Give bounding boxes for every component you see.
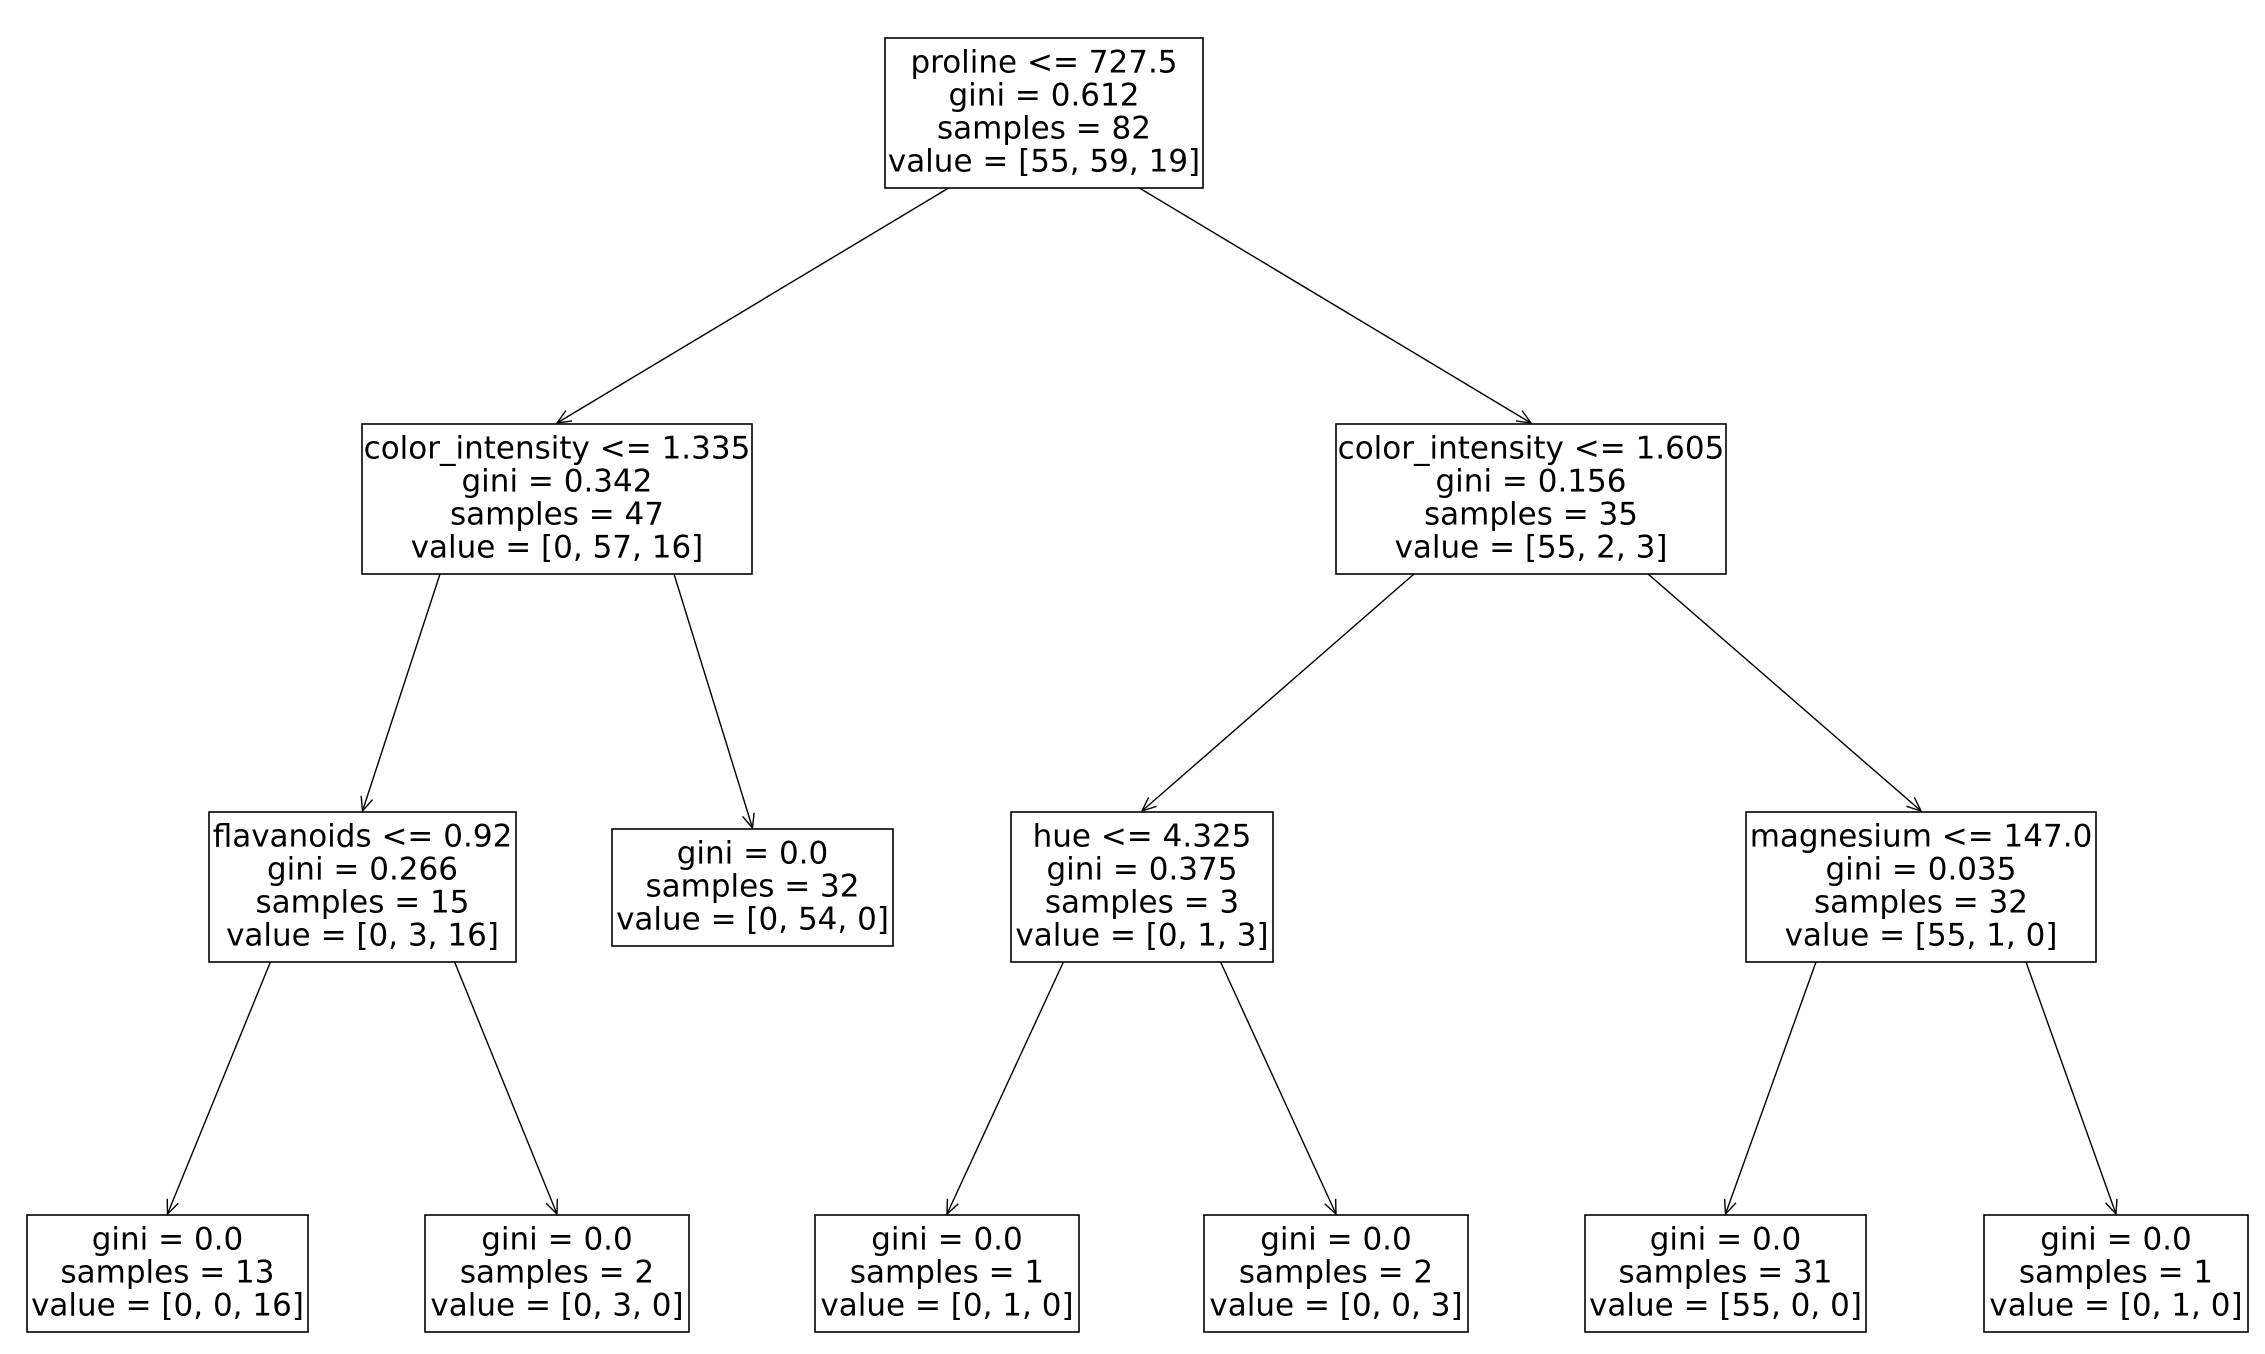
node-text-line: samples = 31 [1619, 1255, 1833, 1291]
node-text-line: gini = 0.0 [1650, 1222, 1802, 1258]
edge-n0-n2 [1139, 187, 1531, 423]
node-text-line: color_intensity <= 1.605 [1338, 431, 1725, 467]
node-text-line: gini = 0.266 [267, 852, 458, 888]
node-box [1584, 1214, 1867, 1333]
node-box [1983, 1214, 2249, 1333]
node-text-line: samples = 1 [850, 1255, 1044, 1291]
node-text-line: value = [0, 57, 16] [411, 530, 704, 566]
node-text-line: samples = 2 [460, 1255, 654, 1291]
node-text-line: gini = 0.0 [677, 836, 829, 872]
node-text-line: samples = 13 [61, 1255, 275, 1291]
edge-n5-n9 [947, 961, 1065, 1214]
node-text-line: value = [55, 2, 3] [1395, 530, 1668, 566]
node-text-line: samples = 2 [1239, 1255, 1433, 1291]
node-text-line: gini = 0.035 [1826, 852, 2017, 888]
node-box [361, 423, 753, 575]
node-box [208, 811, 517, 963]
node-text-line: value = [0, 54, 0] [616, 902, 889, 938]
node-box [884, 37, 1204, 189]
node-text-line: gini = 0.0 [1260, 1222, 1412, 1258]
node-text-line: value = [55, 59, 19] [888, 144, 1200, 180]
node-box [26, 1214, 309, 1333]
edge-n3-n8 [453, 961, 557, 1214]
node-text-line: samples = 3 [1045, 885, 1239, 921]
edge-n3-n7 [168, 961, 272, 1214]
node-box [424, 1214, 690, 1333]
node-box [1010, 811, 1274, 963]
node-box [1203, 1214, 1469, 1333]
node-text-line: samples = 82 [937, 111, 1151, 147]
node-box [611, 828, 894, 947]
node-text-line: gini = 0.0 [871, 1222, 1023, 1258]
node-text-line: value = [0, 0, 16] [31, 1288, 304, 1324]
node-text-line: samples = 15 [256, 885, 470, 921]
node-box [1335, 423, 1727, 575]
edge-n5-n10 [1219, 961, 1336, 1214]
edge-n6-n12 [2025, 961, 2116, 1214]
node-text-line: value = [0, 0, 3] [1209, 1288, 1462, 1324]
edge-n2-n5 [1142, 573, 1415, 811]
node-text-line: value = [0, 3, 0] [430, 1288, 683, 1324]
node-text-line: color_intensity <= 1.335 [364, 431, 751, 467]
edge-n2-n6 [1647, 573, 1921, 811]
node-text-line: samples = 47 [450, 497, 664, 533]
node-text-line: value = [0, 1, 3] [1015, 918, 1268, 954]
node-text-line: samples = 32 [646, 869, 860, 905]
node-text-line: gini = 0.342 [462, 464, 653, 500]
node-text-line: gini = 0.0 [2040, 1222, 2192, 1258]
node-text-line: magnesium <= 147.0 [1750, 819, 2093, 855]
node-text-line: flavanoids <= 0.92 [213, 819, 513, 855]
node-box [814, 1214, 1080, 1333]
edge-n0-n1 [557, 187, 949, 423]
node-text-line: value = [0, 3, 16] [226, 918, 499, 954]
node-text-line: value = [55, 0, 0] [1589, 1288, 1862, 1324]
node-text-line: value = [0, 1, 0] [1989, 1288, 2242, 1324]
node-box [1745, 811, 2097, 963]
node-text-line: gini = 0.375 [1047, 852, 1238, 888]
node-text-line: samples = 35 [1424, 497, 1638, 533]
edge-n6-n11 [1726, 961, 1817, 1214]
edge-n1-n4 [673, 573, 753, 828]
node-text-line: value = [0, 1, 0] [820, 1288, 1073, 1324]
node-text-line: gini = 0.156 [1436, 464, 1627, 500]
node-text-line: gini = 0.612 [949, 78, 1140, 114]
node-text-line: proline <= 727.5 [910, 45, 1177, 81]
edge-n1-n3 [363, 573, 441, 811]
node-text-line: samples = 32 [1814, 885, 2028, 921]
node-text-line: hue <= 4.325 [1033, 819, 1252, 855]
node-text-line: gini = 0.0 [481, 1222, 633, 1258]
node-text-line: gini = 0.0 [92, 1222, 244, 1258]
node-text-line: value = [55, 1, 0] [1785, 918, 2058, 954]
tree-edges [168, 187, 2117, 1214]
node-text-line: samples = 1 [2019, 1255, 2213, 1291]
